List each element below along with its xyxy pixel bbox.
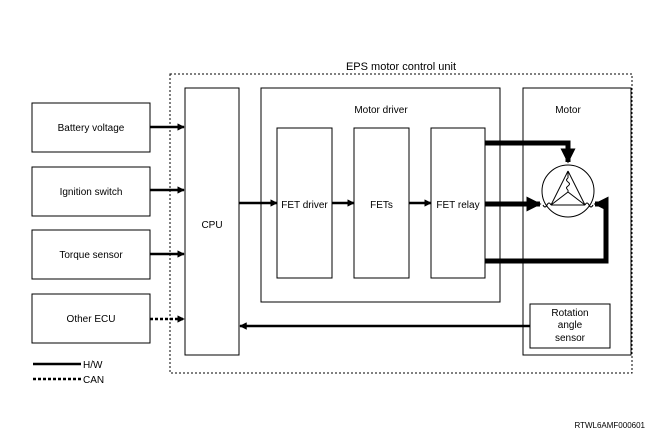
- motor-winding-symbol: [541, 164, 595, 218]
- cpu-block: CPU: [184, 87, 240, 356]
- fet-relay-block: FET relay: [430, 127, 486, 279]
- input-other-ecu: Other ECU: [31, 293, 151, 344]
- cpu-label: CPU: [201, 220, 222, 231]
- legend: H/W CAN: [33, 360, 104, 386]
- input-label: Battery voltage: [58, 123, 125, 134]
- sensor-label-line-1: Rotation: [551, 308, 588, 319]
- motor-driver-group: Motor driver: [260, 87, 501, 303]
- legend-can-label: CAN: [83, 375, 104, 386]
- motor-driver-label: Motor driver: [354, 105, 408, 116]
- power-line-phase-u: [485, 140, 576, 164]
- sensor-label-line-2: angle: [558, 320, 583, 331]
- control-unit-boundary: [169, 73, 633, 374]
- motor-label: Motor: [555, 105, 581, 116]
- fet-driver-label: FET driver: [281, 200, 328, 211]
- input-label: Torque sensor: [59, 250, 123, 261]
- sensor-label-line-3: sensor: [555, 333, 586, 344]
- input-ignition-switch: Ignition switch: [31, 166, 151, 217]
- fet-driver-block: FET driver: [276, 127, 333, 279]
- input-battery-voltage: Battery voltage: [31, 102, 151, 153]
- control-unit-title: EPS motor control unit: [346, 61, 456, 73]
- fets-label: FETs: [370, 200, 393, 211]
- rotation-angle-sensor-block: Rotation angle sensor: [529, 303, 611, 349]
- motor-group: Motor: [522, 87, 632, 356]
- input-torque-sensor: Torque sensor: [31, 229, 151, 280]
- fets-block: FETs: [353, 127, 410, 279]
- input-label: Other ECU: [67, 314, 116, 325]
- power-line-phase-w: [485, 196, 609, 264]
- legend-hw-label: H/W: [83, 360, 103, 371]
- figure-code: RTWL6AMF000601: [574, 421, 645, 430]
- input-label: Ignition switch: [60, 187, 123, 198]
- fet-relay-label: FET relay: [436, 200, 479, 211]
